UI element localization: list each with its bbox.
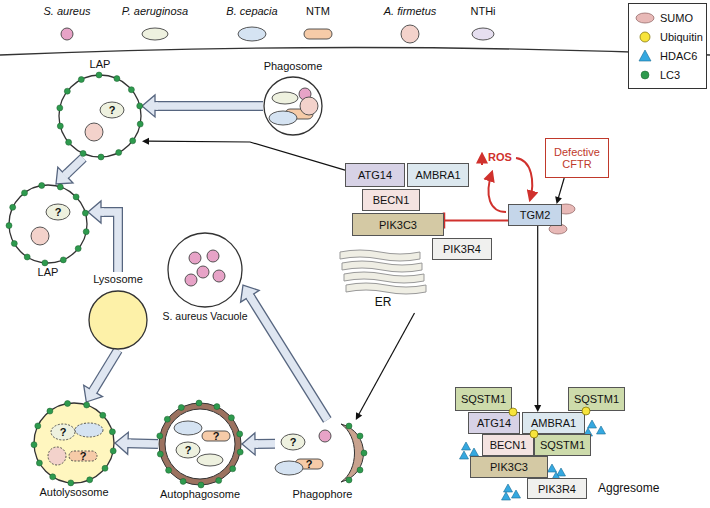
annotation-label: Aggresome (598, 482, 659, 495)
legend-row: LC3 (635, 65, 706, 84)
bacterium-name: S. aureus (43, 5, 90, 18)
signal-arrow (555, 178, 564, 204)
node-label: AMBRA1 (531, 417, 576, 429)
node-shape (33, 402, 115, 484)
unknown-marker: ? (80, 450, 87, 463)
legend-label: Ubiquitin (660, 31, 703, 43)
unknown-marker: ? (213, 430, 220, 443)
protein-box: TGM2 (508, 204, 562, 226)
vesicle-circle: Lysosome (88, 272, 148, 350)
protein-box: PIK3R4 (432, 238, 492, 260)
bacterium-name: B. cepacia (226, 5, 277, 18)
legend-row: SUMO (635, 8, 706, 27)
node-label: LAP (38, 266, 59, 279)
node-label: BECN1 (490, 439, 527, 451)
cell-membrane (0, 48, 710, 56)
node-label: LAP (90, 58, 111, 71)
node-label: Autophagosome (160, 488, 240, 501)
vesicle-circle: S. aureus Vacuole (167, 232, 243, 308)
signal-arrow (356, 313, 415, 420)
node-label: SQSTM1 (574, 393, 619, 405)
node-shape (167, 232, 243, 308)
node-shape (263, 76, 323, 136)
process-arrow (242, 433, 275, 455)
legend-label: LC3 (660, 69, 680, 81)
signal-arrow (534, 226, 541, 412)
bacterium-name: NTM (306, 5, 330, 18)
node-label: TGM2 (520, 209, 551, 221)
er-membrane: ER (338, 246, 428, 313)
unknown-marker: ? (109, 104, 116, 117)
vesicle-circle: Autolysosome (33, 402, 115, 484)
annotation-label: ROS (488, 151, 512, 164)
node-label: PIK3R4 (443, 243, 481, 255)
unknown-marker: ? (55, 206, 62, 219)
unknown-marker: ? (290, 436, 297, 449)
bacterium-name: A. firmetus (384, 5, 437, 18)
inhibition-line (444, 213, 508, 229)
protein-box: AMBRA1 (407, 163, 469, 187)
legend-row: Ubiquitin (635, 27, 706, 46)
node-label: SQSTM1 (540, 439, 585, 451)
bacteria-and-markers (61, 25, 606, 500)
vesicle-circle: Phagosome (263, 76, 323, 136)
protein-box: BECN1 (362, 189, 420, 211)
node-label: PIK3C3 (379, 219, 417, 231)
node-label: SQSTM1 (461, 393, 506, 405)
unknown-marker: ? (306, 458, 313, 471)
process-arrow (241, 285, 328, 420)
node-label: Defective CFTR (549, 146, 605, 170)
process-arrow (142, 95, 263, 117)
vesicle-circle: LAP (8, 184, 88, 264)
legend-row: HDAC6 (635, 46, 706, 65)
vesicle-circle: LAP (58, 74, 142, 158)
vesicle-circle: Autophagosome (158, 402, 242, 486)
node-shape (275, 420, 370, 486)
node-shape (58, 74, 142, 158)
protein-box: ATG14 (468, 412, 520, 434)
protein-box: SQSTM1 (455, 387, 512, 411)
node-shape (158, 402, 242, 486)
node-label: ER (375, 296, 392, 309)
legend-box: SUMO UbiquitinHDAC6LC3 (628, 3, 707, 89)
protein-box: SQSTM1 (568, 387, 625, 411)
protein-box: PIK3C3 (352, 213, 444, 236)
node-label: Lysosome (93, 273, 143, 286)
node-label: S. aureus Vacuole (162, 310, 247, 323)
node-label: Autolysosome (39, 486, 108, 499)
unknown-marker: ? (185, 444, 192, 457)
legend-label: HDAC6 (660, 50, 697, 62)
node-label: AMBRA1 (415, 169, 460, 181)
node-label: Phagophore (293, 488, 353, 501)
protein-box: ATG14 (345, 163, 405, 187)
protein-box: PIK3C3 (470, 456, 548, 478)
protein-box: PIK3R4 (527, 478, 587, 499)
legend-swatch (635, 11, 655, 25)
process-arrow (56, 158, 83, 184)
bacterium-name: NTHi (470, 5, 495, 18)
signal-arrow (142, 138, 345, 170)
node-label: ATG14 (358, 169, 392, 181)
node-label: Phagosome (264, 60, 323, 73)
process-arrow (115, 432, 158, 454)
bacterium-name: P. aeruginosa (122, 5, 188, 18)
protein-box: BECN1 (482, 434, 534, 456)
node-shape (8, 184, 88, 264)
process-arrow (84, 350, 118, 402)
protein-box: AMBRA1 (522, 412, 585, 434)
phagophore-shape: Phagophore (275, 420, 370, 486)
legend-swatch (635, 49, 655, 63)
protein-box: Defective CFTR (545, 138, 609, 178)
legend-swatch (635, 30, 655, 44)
process-arrow (88, 201, 118, 272)
node-label: PIK3C3 (490, 461, 528, 473)
protein-box: SQSTM1 (534, 434, 591, 456)
legend-swatch (635, 68, 655, 82)
legend-label: SUMO (660, 12, 693, 24)
node-label: ATG14 (477, 417, 511, 429)
node-label: BECN1 (373, 194, 410, 206)
unknown-marker: ? (60, 426, 67, 439)
node-label: PIK3R4 (538, 483, 576, 495)
